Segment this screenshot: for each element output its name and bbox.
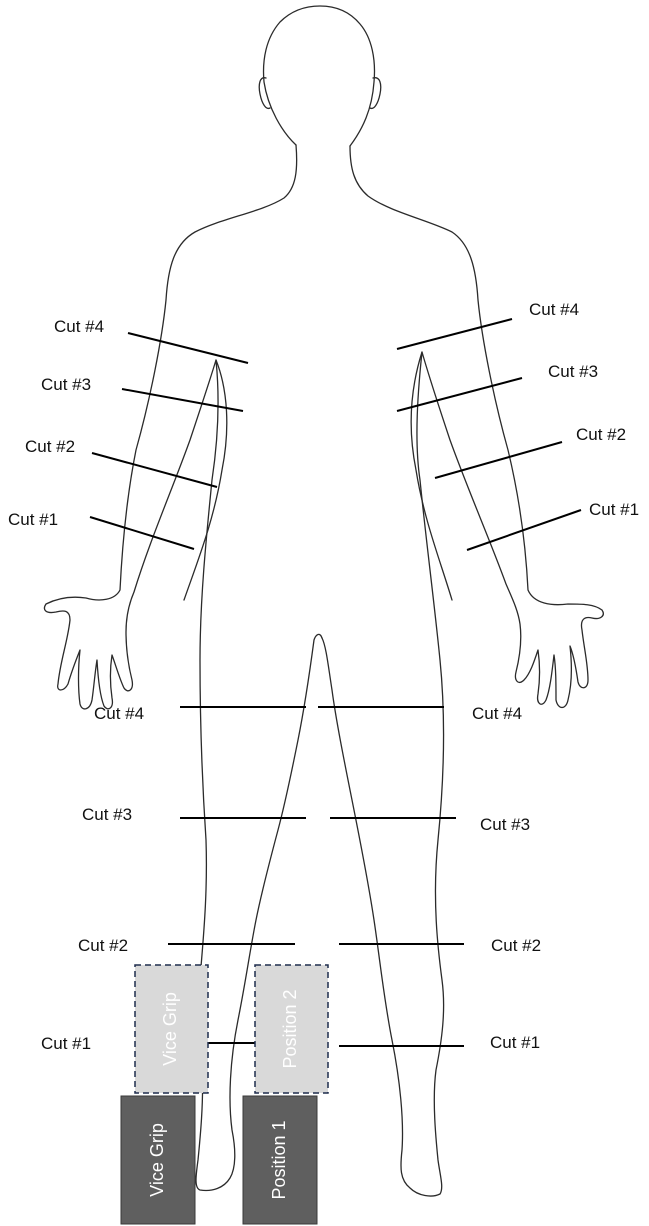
cut-label-left-arm-1: Cut #1 xyxy=(589,500,639,519)
vice-grip-position-1: Vice Grip Position 1 xyxy=(121,1096,317,1224)
left-inner-arm xyxy=(411,352,452,600)
left-ear xyxy=(370,78,381,109)
head-outline xyxy=(264,6,375,146)
vice-grip-position-2: Vice Grip Position 2 xyxy=(135,965,328,1093)
cut-line-left-arm-3 xyxy=(397,378,522,411)
cut-label-left-leg-4: Cut #4 xyxy=(472,704,522,723)
cut-line-right-arm-4 xyxy=(128,333,248,363)
cut-label-right-arm-4: Cut #4 xyxy=(54,317,104,336)
vice-grip-label-position-1: Vice Grip xyxy=(147,1123,167,1197)
cut-label-right-leg-2: Cut #2 xyxy=(78,936,128,955)
cut-label-right-leg-3: Cut #3 xyxy=(82,805,132,824)
vice-grip-label-position-2: Vice Grip xyxy=(160,992,180,1066)
cut-label-left-arm-2: Cut #2 xyxy=(576,425,626,444)
cut-label-right-arm-2: Cut #2 xyxy=(25,437,75,456)
cut-label-left-leg-3: Cut #3 xyxy=(480,815,530,834)
cut-line-left-arm-4 xyxy=(397,319,512,349)
position-1-label: Position 1 xyxy=(269,1120,289,1199)
cut-label-right-arm-3: Cut #3 xyxy=(41,375,91,394)
cut-label-left-arm-3: Cut #3 xyxy=(548,362,598,381)
cut-label-right-leg-4: Cut #4 xyxy=(94,704,144,723)
cut-label-right-leg-1: Cut #1 xyxy=(41,1034,91,1053)
cut-line-left-arm-2 xyxy=(435,442,562,478)
position-2-label: Position 2 xyxy=(280,989,300,1068)
cut-label-right-arm-1: Cut #1 xyxy=(8,510,58,529)
cut-label-left-leg-1: Cut #1 xyxy=(490,1033,540,1052)
cut-label-left-leg-2: Cut #2 xyxy=(491,936,541,955)
cut-label-left-arm-4: Cut #4 xyxy=(529,300,579,319)
cut-line-right-arm-1 xyxy=(90,517,194,549)
cut-labels: Cut #4 Cut #3 Cut #2 Cut #1 Cut #4 Cut #… xyxy=(8,300,639,1053)
cut-line-right-arm-2 xyxy=(92,453,217,487)
